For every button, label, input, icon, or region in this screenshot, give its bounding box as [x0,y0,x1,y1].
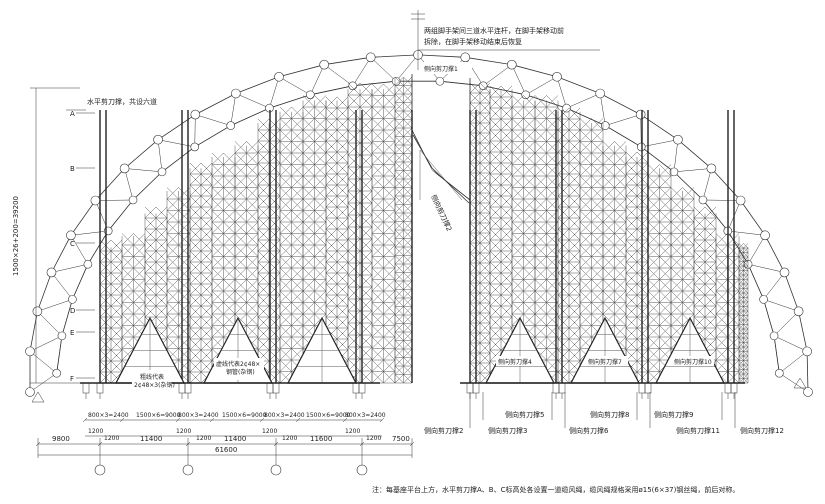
dim-row3-0: 9800 [52,435,70,443]
level-B: B [70,165,75,173]
axis-marker-1 [183,465,193,475]
top-note: 两组脚手架间三道水平连杆，在脚手架移动前 拆除，在脚手架移动结束后恢复 侧向剪刀… [411,10,600,74]
dashed-legend-line1: 虚线代表2¢48× [216,360,260,368]
dim-row1-1: 1500×6=9000 [136,412,181,419]
inner-brace-4: 侧向剪刀撑4 [498,358,532,366]
level-E: E [70,329,74,337]
dim-total: 61600 [215,446,237,454]
horizontal-dimensions: 800×3=2400 1500×6=9000 800×3=2400 1500×6… [36,412,414,458]
level-C: C [70,240,75,248]
dim-row2-6: 1200 [345,428,360,435]
inner-brace-7: 侧向剪刀撑7 [588,358,622,366]
bottom-brace-2: 侧向剪刀撑2 [424,426,463,435]
horizontal-brace-label: 水平剪刀撑，共设六道 [87,97,157,106]
bottom-brace-11: 侧向剪刀撑11 [676,426,720,435]
dim-row1-2: 800×3=2400 [178,412,219,419]
vertical-dim-label: 1500×26+200=39200 [12,196,20,276]
dim-row2-0: 1200 [88,428,103,435]
axis-marker-2 [271,465,281,475]
bottom-brace-12: 侧向剪刀撑12 [740,426,784,435]
dim-row3-3: 11600 [310,435,332,443]
bottom-brace-3: 侧向剪刀撑3 [488,426,527,435]
level-F: F [70,375,74,383]
dashed-legend-line2: 钢管(杂钢) [226,368,255,376]
dim-row2-7: 1200 [366,435,381,442]
dim-row2-1: 1200 [104,435,119,442]
dim-row3-4: 7500 [392,435,410,443]
thick-legend-line1: 粗线代表 [140,373,164,381]
footnote: 注：每基座平台上方，水平剪刀撑A、B、C标高处各设置一道缆风绳，缆风绳规格采用ø… [372,485,739,494]
dim-row3-1: 11400 [140,435,162,443]
dim-row3-2: 11400 [224,435,246,443]
dim-row2-2: 1200 [176,428,191,435]
horizontal-brace-callout: 水平剪刀撑，共设六道 [66,97,157,110]
inner-brace-labels: 侧向剪刀撑4 侧向剪刀撑7 侧向剪刀撑10 [496,356,714,366]
top-note-line2: 拆除，在脚手架移动结束后恢复 [424,37,522,46]
scaffold-supports [80,383,745,399]
axis-marker-3 [357,465,367,475]
level-A: A [70,110,75,118]
dim-row2-5: 1200 [282,435,297,442]
dim-row1-5: 1500×6=9000 [306,412,351,419]
bottom-brace-8: 侧向剪刀撑8 [590,410,629,419]
bottom-brace-9: 侧向剪刀撑9 [654,410,693,419]
bottom-brace-6: 侧向剪刀撑6 [569,426,609,435]
inner-brace-10: 侧向剪刀撑10 [674,358,712,366]
dim-row1-6: 800×3=2400 [345,412,386,419]
dashed-line-legend: 虚线代表2¢48× 钢管(杂钢) [214,358,264,380]
lateral-brace-top-label: 侧向剪刀撑1 [424,65,458,73]
level-D: D [70,307,75,315]
dim-row1-4: 800×3=2400 [264,412,305,419]
thick-line-legend: 粗线代表 2¢48×3(杂钢) [132,370,175,390]
scaffold-grid [100,74,748,383]
dim-row1-0: 800×3=2400 [88,412,129,419]
level-marks: A B C D E F [70,110,95,383]
thick-legend-line2: 2¢48×3(杂钢) [134,381,175,389]
axis-marker-0 [95,465,105,475]
dim-row1-3: 1500×6=9000 [222,412,267,419]
top-note-line1: 两组脚手架间三道水平连杆，在脚手架移动前 [424,26,564,35]
bottom-brace-5: 侧向剪刀撑5 [505,410,544,419]
bottom-brace-labels: 侧向剪刀撑2 侧向剪刀撑3 侧向剪刀撑5 侧向剪刀撑6 侧向剪刀撑8 侧向剪刀撑… [424,392,784,435]
dim-row2-3: 1200 [196,435,211,442]
axis-markers [95,458,367,475]
dim-row2-4: 1200 [262,428,277,435]
